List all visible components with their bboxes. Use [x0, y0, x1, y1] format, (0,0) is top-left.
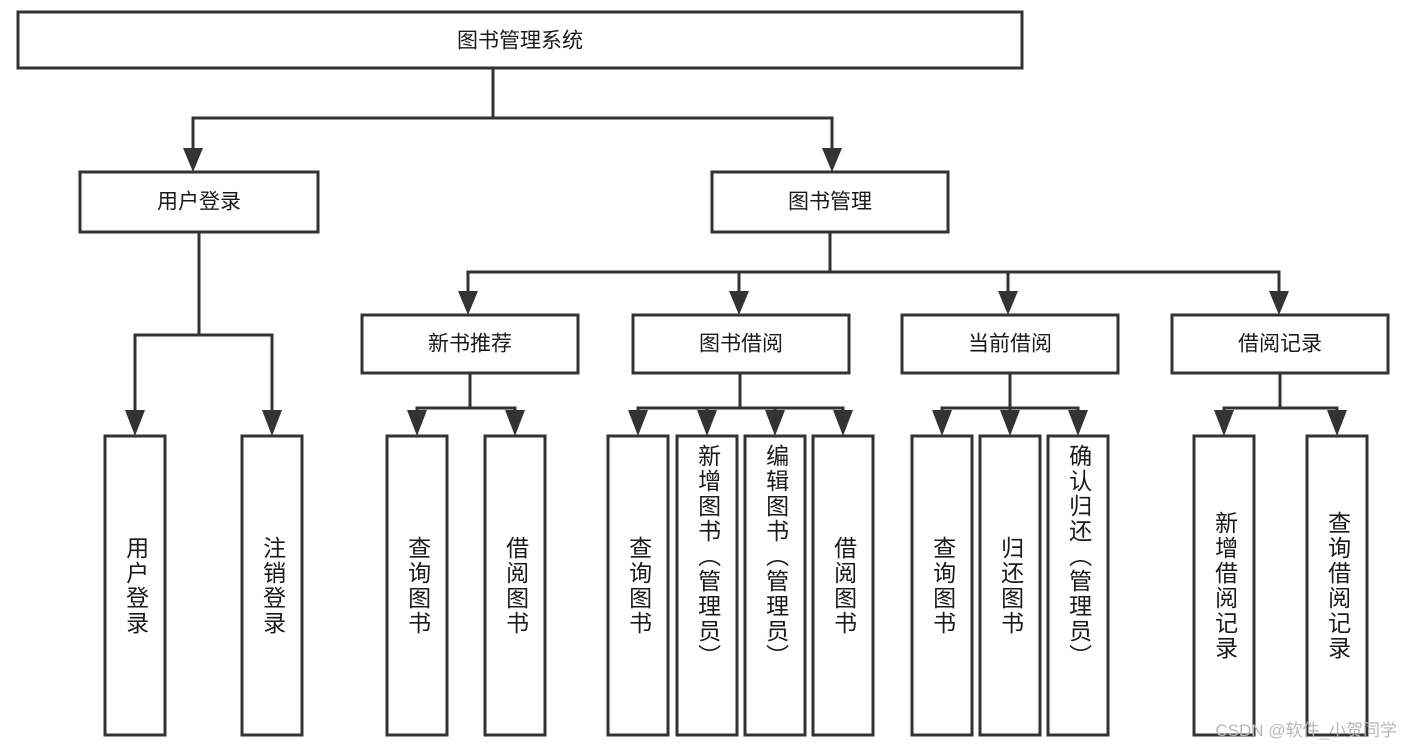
leaf-borrow-book-2-box[interactable] [811, 434, 875, 737]
arrowhead-leaf-query-book-3 [932, 410, 952, 436]
leaf-query-book-1-box[interactable] [385, 434, 449, 737]
arrowhead-leaf-add-record [1214, 410, 1234, 436]
connector-layer [125, 66, 1347, 436]
arrowhead-leaf-user-login [125, 410, 145, 436]
arrowhead-leaf-borrow-book-2 [833, 410, 853, 436]
watermark-text: CSDN @软件_小贺同学 [1215, 721, 1397, 740]
borrow-record-label: 借阅记录 [1238, 333, 1322, 356]
arrowhead-leaf-confirm-return [1068, 410, 1088, 436]
leaf-logout-box[interactable] [240, 434, 304, 737]
leaf-confirm-return-box[interactable] [1046, 434, 1110, 737]
root-label: 图书管理系统 [457, 30, 583, 53]
leaf-add-record-box[interactable] [1192, 434, 1256, 737]
borrow-record-box[interactable] [1170, 313, 1390, 375]
node-root[interactable]: 图书管理系统 [16, 10, 1024, 70]
node-borrow-record[interactable]: 借阅记录 [1170, 313, 1390, 375]
book-borrow-box[interactable] [631, 313, 851, 375]
node-book-management[interactable]: 图书管理 [710, 170, 950, 234]
arrowhead-current-borrow [998, 291, 1018, 315]
node-current-borrow[interactable]: 当前借阅 [900, 313, 1120, 375]
new-book-recommend-label: 新书推荐 [428, 333, 512, 356]
arrowhead-user-login [183, 148, 203, 172]
book-borrow-label: 图书借阅 [699, 333, 783, 356]
arrowhead-leaf-query-book-1 [407, 410, 427, 436]
node-new-book-recommend[interactable]: 新书推荐 [360, 313, 580, 375]
arrowhead-leaf-logout [262, 410, 282, 436]
arrowhead-book-management [822, 148, 842, 172]
arrowhead-book-borrow [729, 291, 749, 315]
arrowhead-leaf-query-record [1327, 410, 1347, 436]
leaf-borrow-book-1-box[interactable] [483, 434, 547, 737]
arrowhead-leaf-edit-book [765, 410, 785, 436]
leaf-query-record-box[interactable] [1305, 434, 1369, 737]
arrowhead-new-book-recommend [458, 291, 478, 315]
new-book-recommend-box[interactable] [360, 313, 580, 375]
current-borrow-label: 当前借阅 [968, 333, 1052, 356]
arrowhead-leaf-query-book-2 [628, 410, 648, 436]
leaf-layer [103, 434, 1369, 737]
leaf-add-book-box[interactable] [675, 434, 739, 737]
book-management-label: 图书管理 [788, 191, 872, 214]
node-user-login[interactable]: 用户登录 [78, 170, 320, 234]
node-book-borrow[interactable]: 图书借阅 [631, 313, 851, 375]
leaf-query-book-2-box[interactable] [606, 434, 670, 737]
root-box[interactable] [16, 10, 1024, 70]
book-management-box[interactable] [710, 170, 950, 234]
user-login-label: 用户登录 [157, 191, 241, 214]
leaf-user-login-box[interactable] [103, 434, 167, 737]
arrowhead-leaf-borrow-book-1 [505, 410, 525, 436]
user-login-box[interactable] [78, 170, 320, 234]
arrowhead-leaf-add-book [697, 410, 717, 436]
leaf-return-book-box[interactable] [978, 434, 1042, 737]
arrowhead-borrow-record [1269, 291, 1289, 315]
leaf-query-book-3-box[interactable] [910, 434, 974, 737]
current-borrow-box[interactable] [900, 313, 1120, 375]
arrowhead-leaf-return-book [1000, 410, 1020, 436]
leaf-edit-book-box[interactable] [743, 434, 807, 737]
